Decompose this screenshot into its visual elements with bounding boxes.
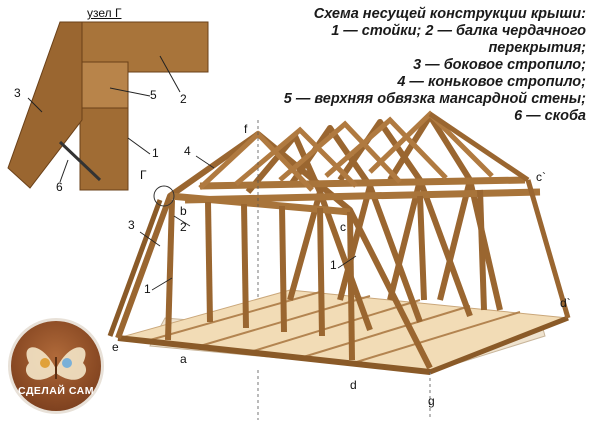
site-logo: СДЕЛАЙ САМ <box>8 318 104 414</box>
label-g: g <box>428 394 435 408</box>
detail-label-5: 5 <box>150 88 157 102</box>
label-1-left: 1 <box>144 282 151 296</box>
node-g-marker <box>153 185 175 207</box>
butterfly-icon <box>25 347 87 380</box>
legend-line-5: 6 — скоба <box>514 108 586 124</box>
detail-bracket <box>58 140 102 182</box>
label-4: 4 <box>184 144 191 158</box>
detail-label-1: 1 <box>152 146 159 160</box>
label-d-prime: d` <box>560 296 571 310</box>
detail-label-2: 2 <box>180 92 187 106</box>
detail-label-3: 3 <box>14 86 21 100</box>
detail-top-plate <box>79 61 129 109</box>
legend-line-1: 1 — стойки; 2 — балка чердачного перекры… <box>331 23 586 56</box>
legend-line-3: 4 — коньковое стропило; <box>397 74 586 90</box>
label-1-center: 1 <box>330 258 337 272</box>
detail-post <box>79 107 129 191</box>
label-b: b <box>180 204 187 218</box>
legend-heading: Схема несущей конструкции крыши: <box>313 6 586 22</box>
detail-title: узел Г <box>87 6 122 20</box>
label-d: d <box>350 378 357 392</box>
label-f: f <box>244 122 248 136</box>
label-c-prime: c` <box>536 170 546 184</box>
detail-side-rafter <box>7 21 83 189</box>
detail-node-g <box>7 21 209 191</box>
legend-line-2: 3 — боковое стропило; <box>413 57 586 73</box>
label-a: a <box>180 352 187 366</box>
legend-line-4: 5 — верхняя обвязка мансардной стены; <box>283 91 586 107</box>
legend-block: Схема несущей конструкции крыши: 1 — сто… <box>256 6 586 125</box>
label-3: 3 <box>128 218 135 232</box>
label-node-g: Г <box>140 168 147 182</box>
main-roof-frame <box>107 110 571 420</box>
detail-label-6: 6 <box>56 180 63 194</box>
label-e: e <box>112 340 119 354</box>
label-2: 2 <box>180 220 187 234</box>
logo-text: СДЕЛАЙ САМ <box>18 385 94 397</box>
label-c: c <box>340 220 346 234</box>
